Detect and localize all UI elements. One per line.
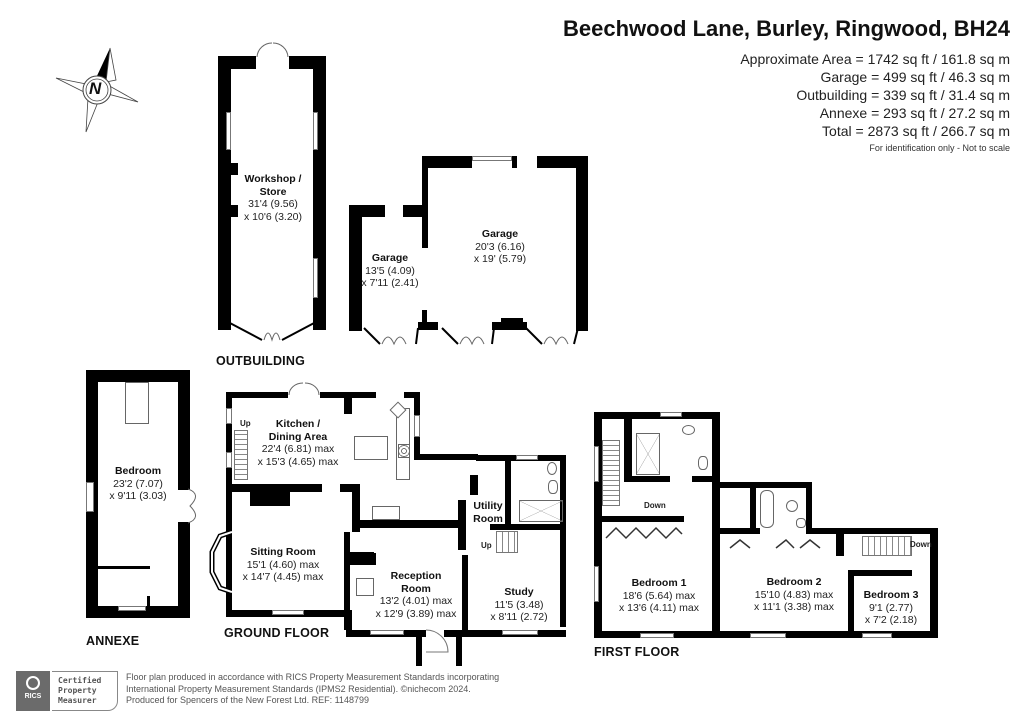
certified-measurer-text: Certified Property Measurer [52,671,118,711]
area-annexe: Annexe = 293 sq ft / 27.2 sq m [819,105,1010,121]
area-outbuilding: Outbuilding = 339 sq ft / 31.4 sq m [796,87,1010,103]
bath-icon [760,490,774,528]
bay-door-icon [226,320,318,342]
room-label-garage-large: Garage 20'3 (6.16) x 19' (5.79) [473,228,527,265]
property-title: Beechwood Lane, Burley, Ringwood, BH24 [563,16,1010,41]
hob-icon [398,444,410,458]
wc-icon [547,462,557,475]
section-label-ground-floor: GROUND FLOOR [224,626,330,640]
area-summary: Approximate Area = 1742 sq ft / 161.8 sq… [740,50,1010,156]
rics-logo-icon: RICS [16,671,50,711]
rics-certified-badge: RICS Certified Property Measurer [16,671,118,711]
stair-label-up-utility: Up [481,541,492,550]
room-label-workshop: Workshop / Store 31'4 (9.56) x 10'6 (3.2… [243,173,303,223]
footer-disclaimer: Floor plan produced in accordance with R… [126,672,500,705]
wardrobe-doors-icon [604,522,684,542]
room-label-bedroom2: Bedroom 2 15'10 (4.83) max x 11'1 (3.38)… [753,576,834,613]
wc-icon [786,500,798,512]
front-door-icon [416,628,464,668]
room-label-bedroom3: Bedroom 3 9'1 (2.77) x 7'2 (2.18) [863,589,919,626]
stair-label-down-1: Down [644,501,666,510]
wc-icon [682,425,695,435]
room-label-utility: Utility Room [473,500,503,525]
area-approximate: Approximate Area = 1742 sq ft / 161.8 sq… [740,51,1010,67]
staircase[interactable] [234,430,248,480]
room-label-garage-small: Garage 13'5 (4.09) x 7'11 (2.41) [361,252,419,289]
wardrobe-doors-icon [728,536,832,550]
fireplace-icon [356,578,374,596]
basin-icon [698,456,708,470]
section-label-outbuilding: OUTBUILDING [216,354,305,368]
stair-label-down-2: Down [910,540,932,549]
area-total: Total = 2873 sq ft / 266.7 sq m [822,123,1010,139]
room-label-annexe-bedroom: Bedroom 23'2 (7.07) x 9'11 (3.03) [109,465,167,502]
staircase-first-floor[interactable] [602,440,620,506]
basin-icon [548,480,558,494]
kitchen-french-door-icon [288,382,320,396]
shower-tray-icon [519,500,563,522]
staircase-landing[interactable] [862,536,912,556]
basin-icon [796,518,806,528]
compass-north-letter: N [89,79,102,98]
room-label-bedroom1: Bedroom 1 18'6 (5.64) max x 13'6 (4.11) … [618,577,699,614]
area-garage: Garage = 499 sq ft / 46.3 sq m [820,69,1011,85]
staircase-utility[interactable] [496,531,518,553]
stair-label-up-kitchen: Up [240,419,251,428]
section-label-first-floor: FIRST FLOOR [594,645,680,659]
bay-window-icon [208,529,233,595]
scale-note: For identification only - Not to scale [869,143,1010,153]
french-door-icon [256,42,289,58]
room-label-kitchen: Kitchen / Dining Area 22'4 (6.81) max x … [257,418,339,468]
section-label-annexe: ANNEXE [86,634,140,648]
shower-tray-icon [636,433,660,475]
room-label-sitting: Sitting Room 15'1 (4.60) max x 14'7 (4.4… [242,546,324,583]
room-label-study: Study 11'5 (3.48) x 8'11 (2.72) [490,586,548,623]
compass-rose-icon: N [52,44,142,136]
garage-doors-icon [358,326,582,348]
annexe-door-icon [187,488,202,524]
room-label-reception: Reception Room 13'2 (4.01) max x 12'9 (3… [375,570,457,620]
